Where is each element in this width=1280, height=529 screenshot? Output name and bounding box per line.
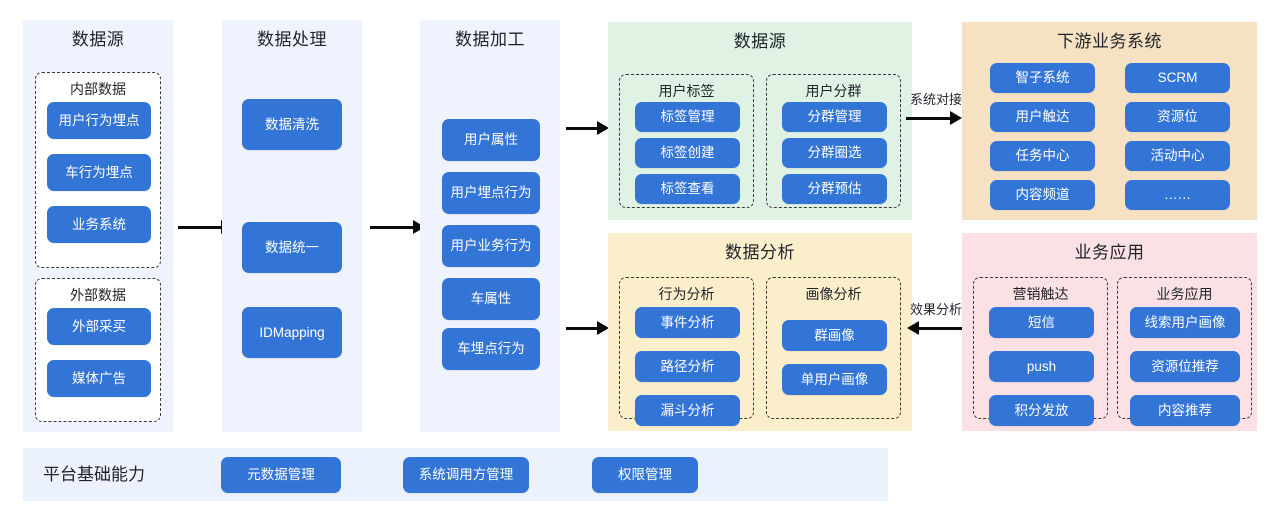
group-business-application: 业务应用 线索用户画像 资源位推荐 内容推荐 (1117, 277, 1252, 426)
chip-resource-slot[interactable]: 资源位 (1125, 102, 1230, 132)
group-behavior-analysis: 行为分析 事件分析 路径分析 漏斗分析 (619, 277, 754, 426)
group-title-business-application: 业务应用 (1156, 286, 1213, 302)
chip-user-reach[interactable]: 用户触达 (990, 102, 1095, 132)
panel-downstream-systems: 下游业务系统 智子系统 用户触达 任务中心 内容频道 SCRM 资源位 活动中心… (962, 22, 1257, 220)
chip-id-mapping[interactable]: IDMapping (242, 307, 342, 358)
column-data-refinement: 数据加工 用户属性 用户埋点行为 用户业务行为 车属性 车埋点行为 (420, 20, 560, 432)
column-data-source: 数据源 内部数据 用户行为埋点 车行为埋点 业务系统 外部数据 外部采买 媒体广… (23, 20, 173, 432)
group-title-external-data: 外部数据 (70, 287, 126, 303)
panel-title-business-application: 业务应用 (1074, 243, 1145, 262)
chip-lead-user-profile[interactable]: 线索用户画像 (1130, 307, 1240, 338)
chip-path-analysis[interactable]: 路径分析 (635, 351, 740, 382)
chip-sms[interactable]: 短信 (989, 307, 1094, 338)
column-data-processing: 数据处理 数据清洗 数据统一 IDMapping (222, 20, 362, 432)
chip-permission-management[interactable]: 权限管理 (592, 457, 698, 493)
chip-user-tracking-behavior[interactable]: 用户埋点行为 (442, 172, 540, 214)
chip-push[interactable]: push (989, 351, 1094, 382)
chip-vehicle-behavior-tracking[interactable]: 车行为埋点 (47, 154, 151, 191)
chip-metadata-management[interactable]: 元数据管理 (221, 457, 341, 493)
panel-data-analysis: 数据分析 行为分析 事件分析 路径分析 漏斗分析 画像分析 群画像 单用户画像 (608, 233, 912, 431)
chip-system-caller-management[interactable]: 系统调用方管理 (403, 457, 529, 493)
chip-tag-view[interactable]: 标签查看 (635, 174, 740, 204)
chip-vehicle-tracking-behavior[interactable]: 车埋点行为 (442, 328, 540, 370)
arrow-label-system-docking: 系统对接 (909, 92, 962, 107)
group-title-profile-analysis: 画像分析 (805, 286, 862, 302)
panel-business-application: 业务应用 营销触达 短信 push 积分发放 业务应用 线索用户画像 资源位推荐… (962, 233, 1257, 431)
chip-tag-management[interactable]: 标签管理 (635, 102, 740, 132)
arrow-refine-to-analysis (566, 327, 598, 330)
panel-title-data-source-platform: 数据源 (733, 32, 787, 51)
group-title-behavior-analysis: 行为分析 (658, 286, 715, 302)
group-internal-data: 内部数据 用户行为埋点 车行为埋点 业务系统 (35, 72, 161, 268)
chip-group-profile[interactable]: 群画像 (782, 320, 887, 351)
chip-scrm[interactable]: SCRM (1125, 63, 1230, 93)
panel-data-source-platform: 数据源 用户标签 标签管理 标签创建 标签查看 用户分群 分群管理 分群圈选 分… (608, 22, 912, 220)
chip-segment-estimation[interactable]: 分群预估 (782, 174, 887, 204)
arrow-label-effect-analysis: 效果分析 (909, 302, 962, 317)
group-title-internal-data: 内部数据 (70, 81, 126, 97)
arrow-refine-to-tags (566, 127, 598, 130)
chip-tag-creation[interactable]: 标签创建 (635, 138, 740, 168)
panel-title-data-analysis: 数据分析 (725, 243, 795, 262)
chip-segment-management[interactable]: 分群管理 (782, 102, 887, 132)
chip-points-issuance[interactable]: 积分发放 (989, 395, 1094, 426)
chip-data-cleaning[interactable]: 数据清洗 (242, 99, 342, 150)
arrow-effect-analysis (918, 327, 963, 330)
chip-segment-selection[interactable]: 分群圈选 (782, 138, 887, 168)
group-user-segmentation: 用户分群 分群管理 分群圈选 分群预估 (766, 74, 901, 208)
chip-content-channel[interactable]: 内容频道 (990, 180, 1095, 210)
chip-user-behavior-tracking[interactable]: 用户行为埋点 (47, 102, 151, 139)
arrow-system-docking (906, 117, 951, 120)
chip-resource-slot-recommendation[interactable]: 资源位推荐 (1130, 351, 1240, 382)
group-title-user-tags: 用户标签 (658, 83, 715, 99)
group-user-tags: 用户标签 标签管理 标签创建 标签查看 (619, 74, 754, 208)
group-profile-analysis: 画像分析 群画像 单用户画像 (766, 277, 901, 419)
column-title-data-processing: 数据处理 (257, 30, 327, 49)
chip-event-analysis[interactable]: 事件分析 (635, 307, 740, 338)
group-marketing-reach: 营销触达 短信 push 积分发放 (973, 277, 1108, 426)
arrow-process-to-refine (370, 226, 414, 229)
chip-data-unification[interactable]: 数据统一 (242, 222, 342, 273)
group-title-marketing-reach: 营销触达 (1012, 286, 1069, 302)
chip-vehicle-attributes[interactable]: 车属性 (442, 278, 540, 320)
chip-external-purchase[interactable]: 外部采买 (47, 308, 151, 345)
bottom-label-platform-capabilities: 平台基础能力 (43, 465, 145, 484)
chip-user-attributes[interactable]: 用户属性 (442, 119, 540, 161)
chip-content-recommendation[interactable]: 内容推荐 (1130, 395, 1240, 426)
group-external-data: 外部数据 外部采买 媒体广告 (35, 278, 161, 422)
chip-activity-center[interactable]: 活动中心 (1125, 141, 1230, 171)
column-title-data-refinement: 数据加工 (455, 30, 525, 49)
panel-title-downstream-systems: 下游业务系统 (1057, 32, 1162, 51)
chip-single-user-profile[interactable]: 单用户画像 (782, 364, 887, 395)
chip-user-business-behavior[interactable]: 用户业务行为 (442, 225, 540, 267)
panel-platform-capabilities: 平台基础能力 元数据管理 系统调用方管理 权限管理 (23, 448, 888, 501)
chip-funnel-analysis[interactable]: 漏斗分析 (635, 395, 740, 426)
chip-task-center[interactable]: 任务中心 (990, 141, 1095, 171)
chip-more-ellipsis[interactable]: …… (1125, 180, 1230, 210)
chip-zhizi-system[interactable]: 智子系统 (990, 63, 1095, 93)
column-title-data-source: 数据源 (71, 30, 125, 49)
chip-media-advertising[interactable]: 媒体广告 (47, 360, 151, 397)
group-title-user-segmentation: 用户分群 (805, 83, 862, 99)
chip-business-system[interactable]: 业务系统 (47, 206, 151, 243)
arrow-source-to-process (178, 226, 222, 229)
